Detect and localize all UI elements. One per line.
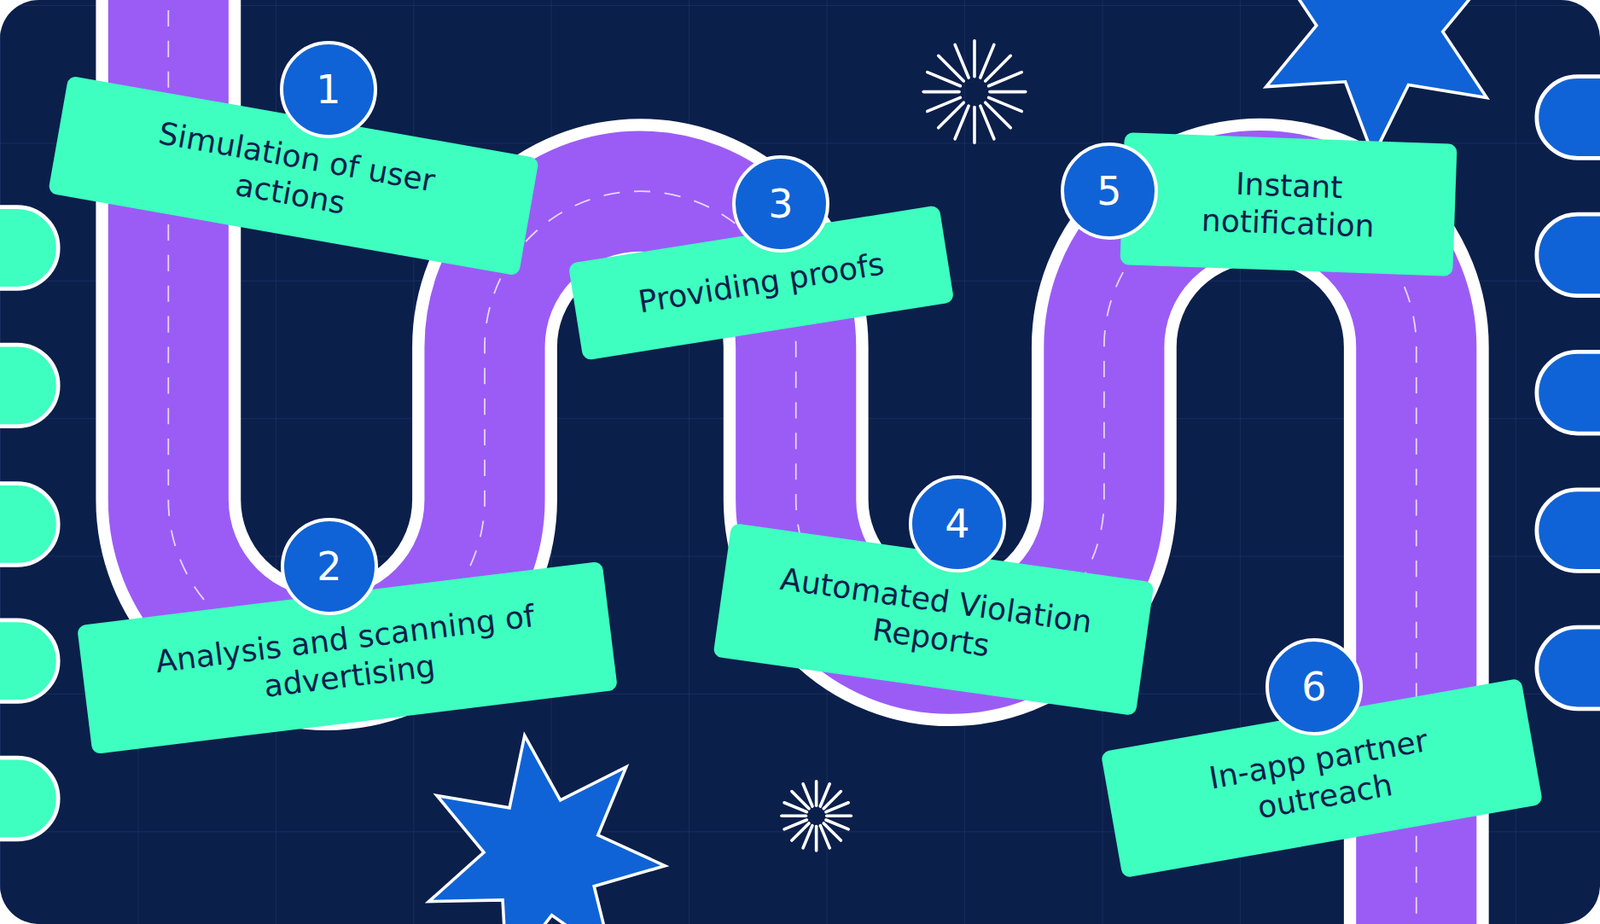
star <box>429 735 666 924</box>
callout-number: 4 <box>944 504 970 544</box>
side-tab <box>1536 76 1600 159</box>
side-tab <box>1536 627 1600 710</box>
step-text: Instant notification <box>1159 162 1419 246</box>
callout-number: 1 <box>315 69 341 110</box>
callout-number: 5 <box>1096 171 1122 211</box>
side-tab <box>1536 214 1600 297</box>
side-tab <box>1536 489 1600 572</box>
side-tab <box>1536 351 1600 434</box>
side-tab <box>0 207 59 290</box>
callout-number: 6 <box>1301 667 1327 707</box>
step-text: Automated Violation Reports <box>763 558 1104 680</box>
step-badge: 3 <box>732 155 830 253</box>
side-tab <box>0 757 59 840</box>
callout-number: 2 <box>316 546 342 587</box>
step-badge: 5 <box>1060 142 1158 240</box>
step-badge: 2 <box>280 517 379 616</box>
step-box: Instant notification <box>1119 132 1457 277</box>
star <box>1266 0 1494 157</box>
side-tab <box>0 344 59 427</box>
decorations <box>429 0 1494 924</box>
side-tab <box>0 620 59 703</box>
step-badge: 6 <box>1265 638 1363 736</box>
step-text: Providing proofs <box>635 244 887 321</box>
sparkle <box>781 781 851 851</box>
sparkle <box>923 40 1026 144</box>
side-tab <box>0 483 59 566</box>
callout-number: 3 <box>768 184 793 224</box>
step-text: Analysis and scanning of advertising <box>139 595 555 721</box>
step-badge: 1 <box>279 40 378 139</box>
step-badge: 4 <box>908 475 1007 573</box>
